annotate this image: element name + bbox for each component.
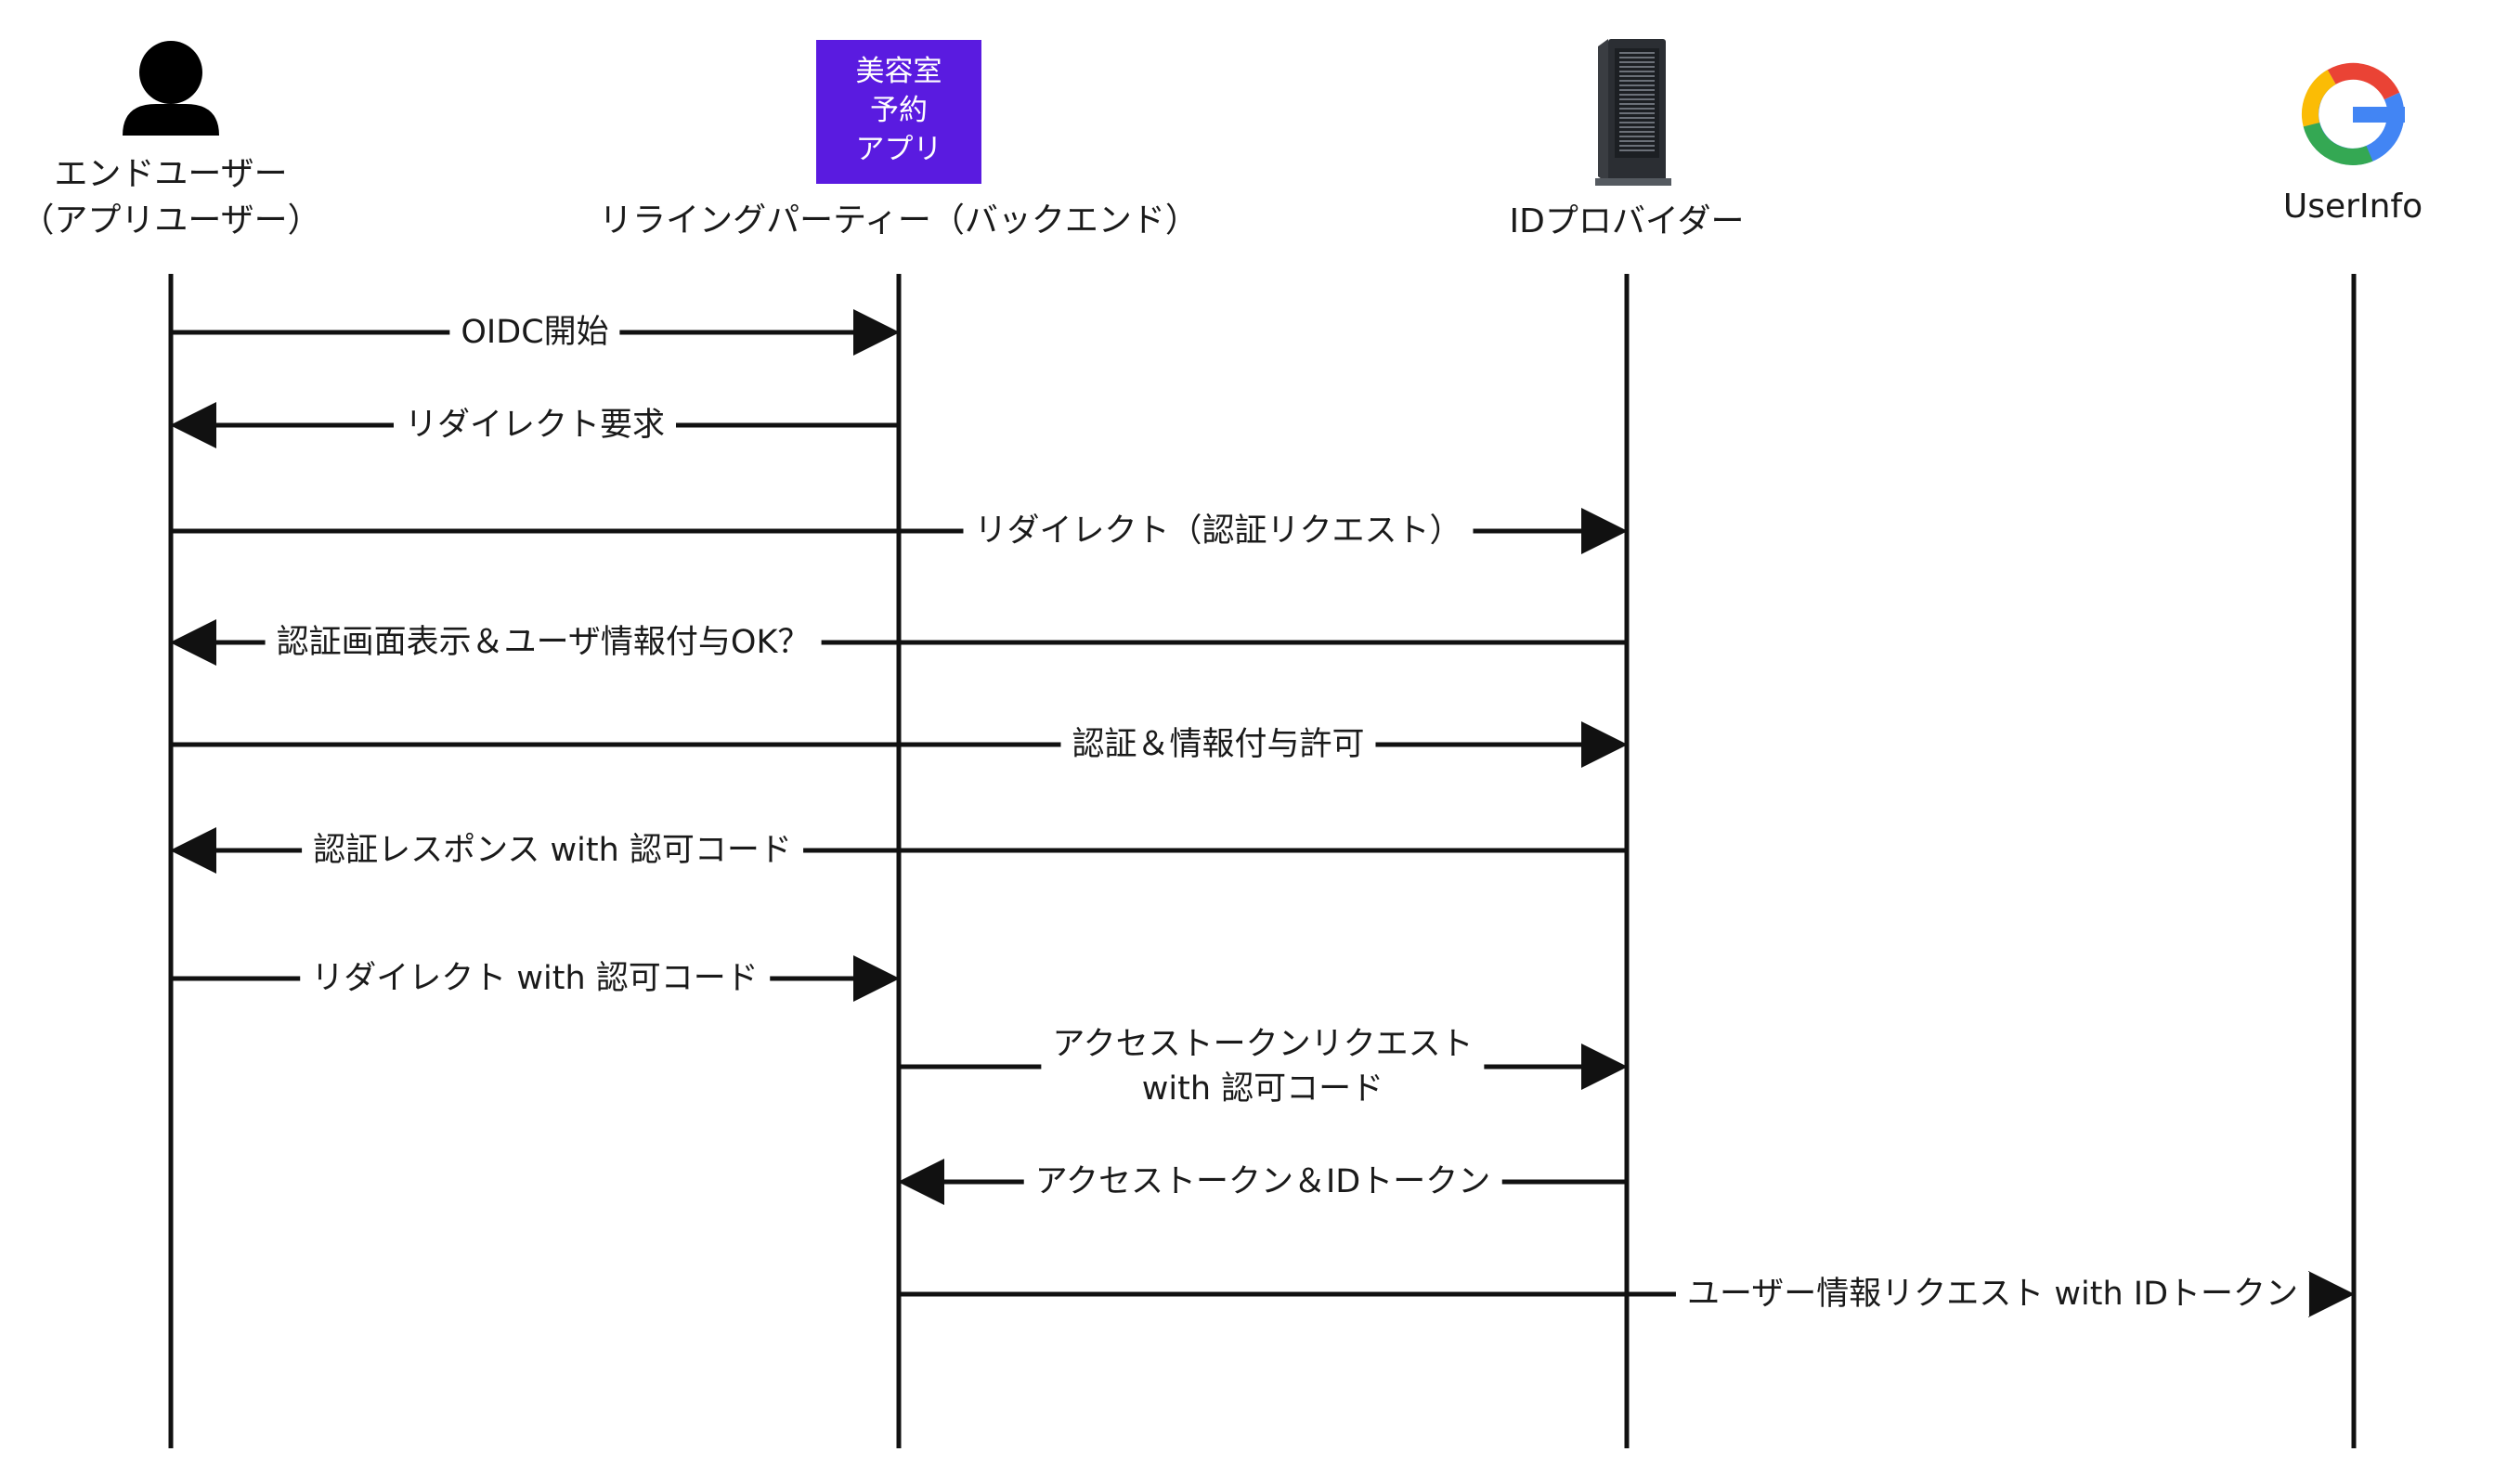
actor-label-relying-party: リライングパーティー（バックエンド）	[599, 198, 1199, 244]
message-label-line: リダイレクト with 認可コード	[311, 960, 759, 997]
message-label-line: ユーザー情報リクエスト with IDトークン	[1686, 1276, 2299, 1313]
app-box-line: 予約	[870, 94, 928, 127]
message-label: 認証画面表示＆ユーザ情報付与OK？	[265, 620, 822, 665]
message-label-line: with 認可コード	[1141, 1070, 1384, 1108]
message-label: リダイレクト with 認可コード	[300, 956, 770, 1001]
message-label: 認証レスポンス with 認可コード	[302, 828, 803, 873]
message-label: アクセストークンリクエスト with 認可コード	[1041, 1022, 1485, 1111]
app-box-beauty-salon: 美容室 予約 アプリ	[816, 40, 981, 184]
app-box-line: 美容室	[855, 55, 942, 88]
actor-label-line: リライングパーティー（バックエンド）	[599, 201, 1199, 240]
actor-label-line: UserInfo	[2282, 188, 2423, 226]
message-label: ユーザー情報リクエスト with IDトークン	[1675, 1272, 2310, 1316]
actor-label-line: IDプロバイダー	[1509, 202, 1745, 240]
actor-label-line: （アプリユーザー）	[20, 201, 321, 240]
message-label-line: アクセストークン＆IDトークン	[1034, 1163, 1491, 1200]
actor-label-id-provider: IDプロバイダー	[1510, 199, 1745, 245]
server-icon	[1595, 39, 1671, 186]
message-label-line: 認証レスポンス with 認可コード	[313, 832, 792, 869]
message-label-line: リダイレクト（認証リクエスト）	[974, 512, 1462, 550]
message-label: OIDC開始	[449, 310, 620, 355]
actor-label-end-user: エンドユーザー （アプリユーザー）	[20, 151, 320, 244]
google-g-icon	[2301, 62, 2405, 165]
person-icon	[123, 41, 219, 136]
app-box-line: アプリ	[855, 133, 942, 166]
message-label-line: 認証画面表示＆ユーザ情報付与OK？	[276, 624, 811, 661]
message-label-line: 認証＆情報付与許可	[1072, 726, 1365, 763]
message-label: リダイレクト（認証リクエスト）	[963, 509, 1474, 553]
message-label-line: リダイレクト要求	[404, 407, 666, 444]
actor-label-userinfo: UserInfo	[2283, 184, 2423, 230]
message-label-line: OIDC開始	[461, 314, 609, 351]
message-label: 認証＆情報付与許可	[1060, 722, 1376, 767]
actor-label-line: エンドユーザー	[54, 155, 288, 193]
message-label: アクセストークン＆IDトークン	[1023, 1160, 1502, 1204]
message-label-line: アクセストークンリクエスト	[1052, 1026, 1474, 1063]
message-label: リダイレクト要求	[393, 403, 677, 447]
